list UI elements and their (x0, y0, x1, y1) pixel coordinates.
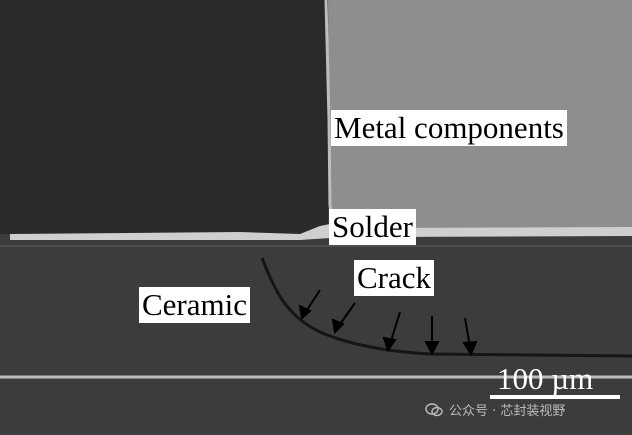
metal-components-label: Metal components (331, 110, 567, 146)
solder-layer (10, 221, 632, 240)
wechat-icon (425, 402, 443, 416)
watermark: 公众号 · 芯封装视野 (425, 400, 565, 419)
solder-label: Solder (329, 209, 416, 245)
dark-metal-block (0, 0, 328, 234)
crack-arrows (298, 289, 478, 357)
crack-line (260, 257, 632, 358)
ceramic-label: Ceramic (139, 287, 251, 323)
watermark-text: 公众号 · 芯封装视野 (449, 404, 566, 419)
crack-label: Crack (354, 260, 435, 296)
scale-bar (490, 395, 620, 399)
scale-bar-label: 100 µm (497, 361, 594, 396)
